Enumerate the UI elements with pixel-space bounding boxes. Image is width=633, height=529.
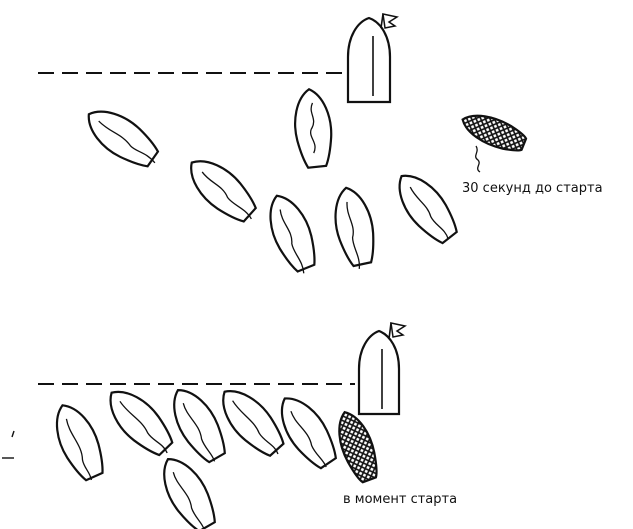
boat	[388, 165, 464, 248]
boat	[99, 380, 182, 464]
boat	[291, 87, 334, 168]
committee-boat	[359, 323, 405, 414]
margin-mark	[12, 431, 14, 437]
hatched-boat	[331, 407, 384, 485]
boat	[260, 189, 324, 278]
top-caption: 30 секунд до старта	[462, 181, 603, 196]
top-panel	[38, 14, 529, 278]
bottom-caption: в момент старта	[343, 492, 457, 507]
hatched-boat	[458, 107, 529, 156]
committee-boat	[348, 14, 397, 102]
flag-icon	[383, 14, 397, 28]
boat	[270, 389, 344, 475]
boat	[79, 100, 167, 176]
boat	[329, 184, 381, 272]
flag-icon	[391, 323, 405, 337]
boat	[180, 149, 265, 230]
boat	[153, 450, 224, 529]
boat	[46, 398, 111, 486]
